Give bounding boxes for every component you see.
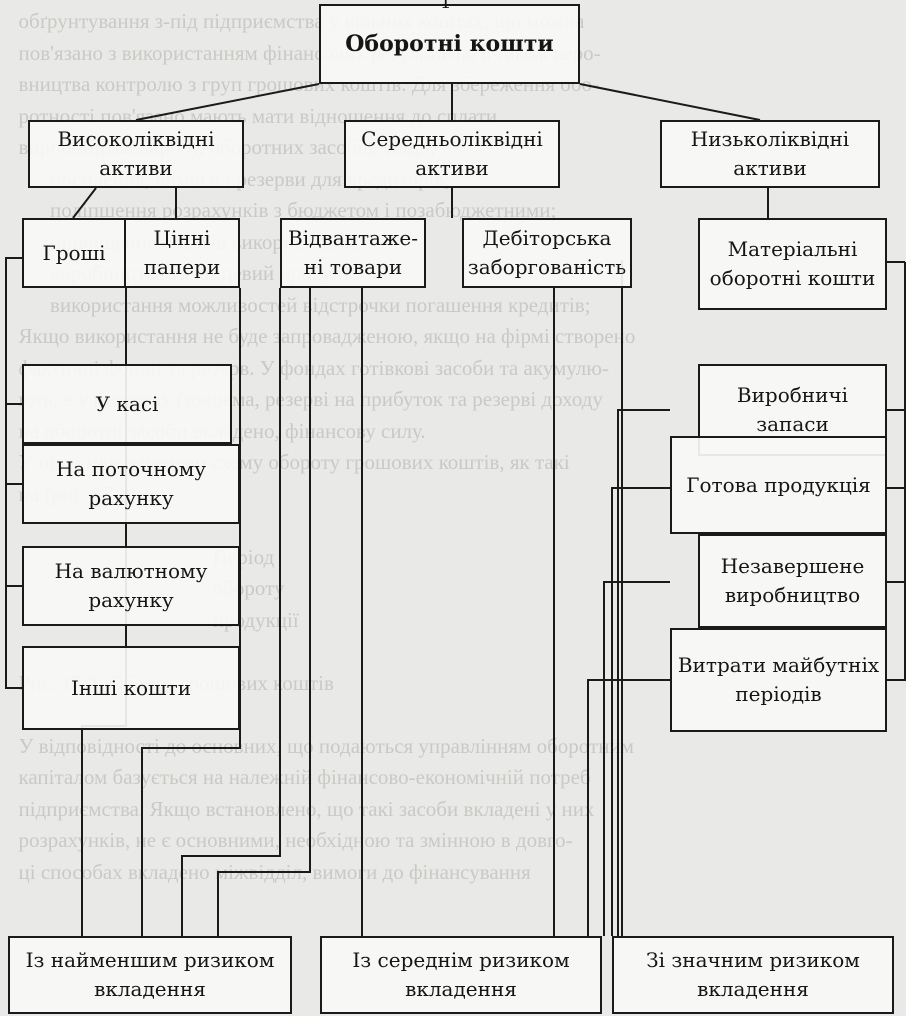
risk-middle-box: Із середнім ризиком вкладення [320,936,602,1014]
top-label: 1 [440,0,452,13]
receivables-label: Дебіторська заборгованість [467,226,627,279]
shipped-goods-label: Відвантаже-ні товари [288,226,418,279]
risk-least-box: Із найменшим ризиком вкладення [8,936,292,1014]
securities-box: Цінні папери [124,218,240,288]
low-item-finished-goods: Готова продукція [670,436,887,534]
securities-label: Цінні папери [143,226,221,279]
group-medium-liquidity: Середньоліквідні активи [344,120,560,188]
group-high-label: Високоліквідні активи [57,127,215,180]
cash-desk-label: У касі [95,391,159,416]
risk-least-label: Із найменшим ризиком вкладення [25,948,275,1001]
group-low-label: Низьколіквідні активи [690,127,850,180]
money-box: Гроші [22,218,126,288]
risk-middle-label: Із середнім ризиком вкладення [352,948,570,1001]
group-high-liquidity: Високоліквідні активи [28,120,244,188]
low-item-material: Матеріальні оборотні кошти [698,218,887,310]
title-box: Оборотні кошти [319,4,580,84]
money-item-current-account: На поточному рахунку [22,444,240,524]
money-item-other: Інші кошти [22,646,240,730]
money-item-cash-desk: У касі [22,364,232,444]
shipped-goods-box: Відвантаже-ні товари [280,218,426,288]
receivables-box: Дебіторська заборгованість [462,218,632,288]
group-medium-label: Середньоліквідні активи [361,127,543,180]
risk-high-label: Зі значним ризиком вкладення [646,948,860,1001]
money-label: Гроші [42,240,106,265]
finished-goods-label: Готова продукція [686,472,871,497]
money-item-currency-account: На валютному рахунку [22,546,240,626]
low-item-work-in-progress: Незавершене виробництво [698,534,887,628]
risk-high-box: Зі значним ризиком вкладення [612,936,894,1014]
material-label: Матеріальні оборотні кошти [709,237,876,290]
title-text: Оборотні кошти [345,30,554,57]
production-stock-label: Виробничі запаси [736,383,849,436]
work-in-progress-label: Незавершене виробництво [720,554,865,607]
current-account-label: На поточному рахунку [55,457,207,510]
deferred-expenses-label: Витрати майбутніх періодів [677,653,880,706]
other-funds-label: Інші кошти [70,675,192,700]
low-item-deferred-expenses: Витрати майбутніх періодів [670,628,887,732]
group-low-liquidity: Низьколіквідні активи [660,120,880,188]
currency-account-label: На валютному рахунку [54,559,208,612]
